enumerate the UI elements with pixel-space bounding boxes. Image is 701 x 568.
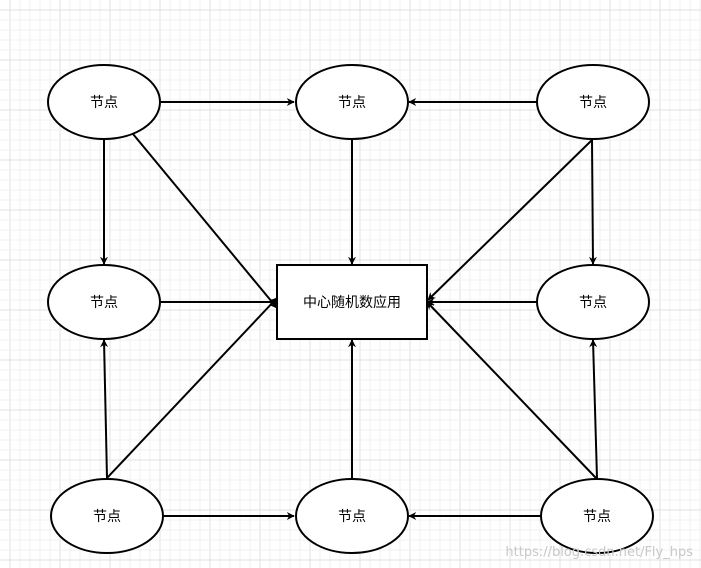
node-label: 节点 — [338, 509, 366, 525]
edge-n-bot-right-to-center — [426, 301, 597, 479]
node-mid-left: 节点 — [47, 264, 161, 340]
node-mid-right: 节点 — [536, 264, 650, 340]
edge-n-bot-right-to-n-mid-right — [589, 339, 598, 479]
node-label: 节点 — [579, 295, 607, 311]
watermark: https://blog.csdn.net/Fly_hps — [505, 545, 693, 560]
node-label: 节点 — [583, 509, 611, 525]
edge-n-bot-left-to-center — [106, 297, 278, 479]
center-label: 中心随机数应用 — [303, 294, 401, 311]
node-layer: 节点节点节点节点节点节点节点节点中心随机数应用 — [47, 64, 654, 554]
edge-n-top-right-to-center — [427, 139, 593, 301]
node-bot-right: 节点 — [540, 478, 654, 554]
node-label: 节点 — [90, 295, 118, 311]
edge-layer — [100, 98, 598, 520]
edge-n-top-left-to-center — [132, 133, 278, 309]
center-node: 中心随机数应用 — [276, 264, 428, 340]
node-label: 节点 — [90, 95, 118, 111]
edge-n-top-right-to-n-mid-right — [588, 139, 597, 265]
node-top-mid: 节点 — [295, 64, 409, 140]
node-top-right: 节点 — [536, 64, 650, 140]
node-bot-left: 节点 — [50, 478, 164, 554]
edge-n-bot-left-to-n-mid-left — [100, 339, 109, 479]
node-label: 节点 — [338, 95, 366, 111]
node-label: 节点 — [93, 509, 121, 525]
node-label: 节点 — [579, 95, 607, 111]
node-top-left: 节点 — [47, 64, 161, 140]
node-bot-mid: 节点 — [295, 478, 409, 554]
